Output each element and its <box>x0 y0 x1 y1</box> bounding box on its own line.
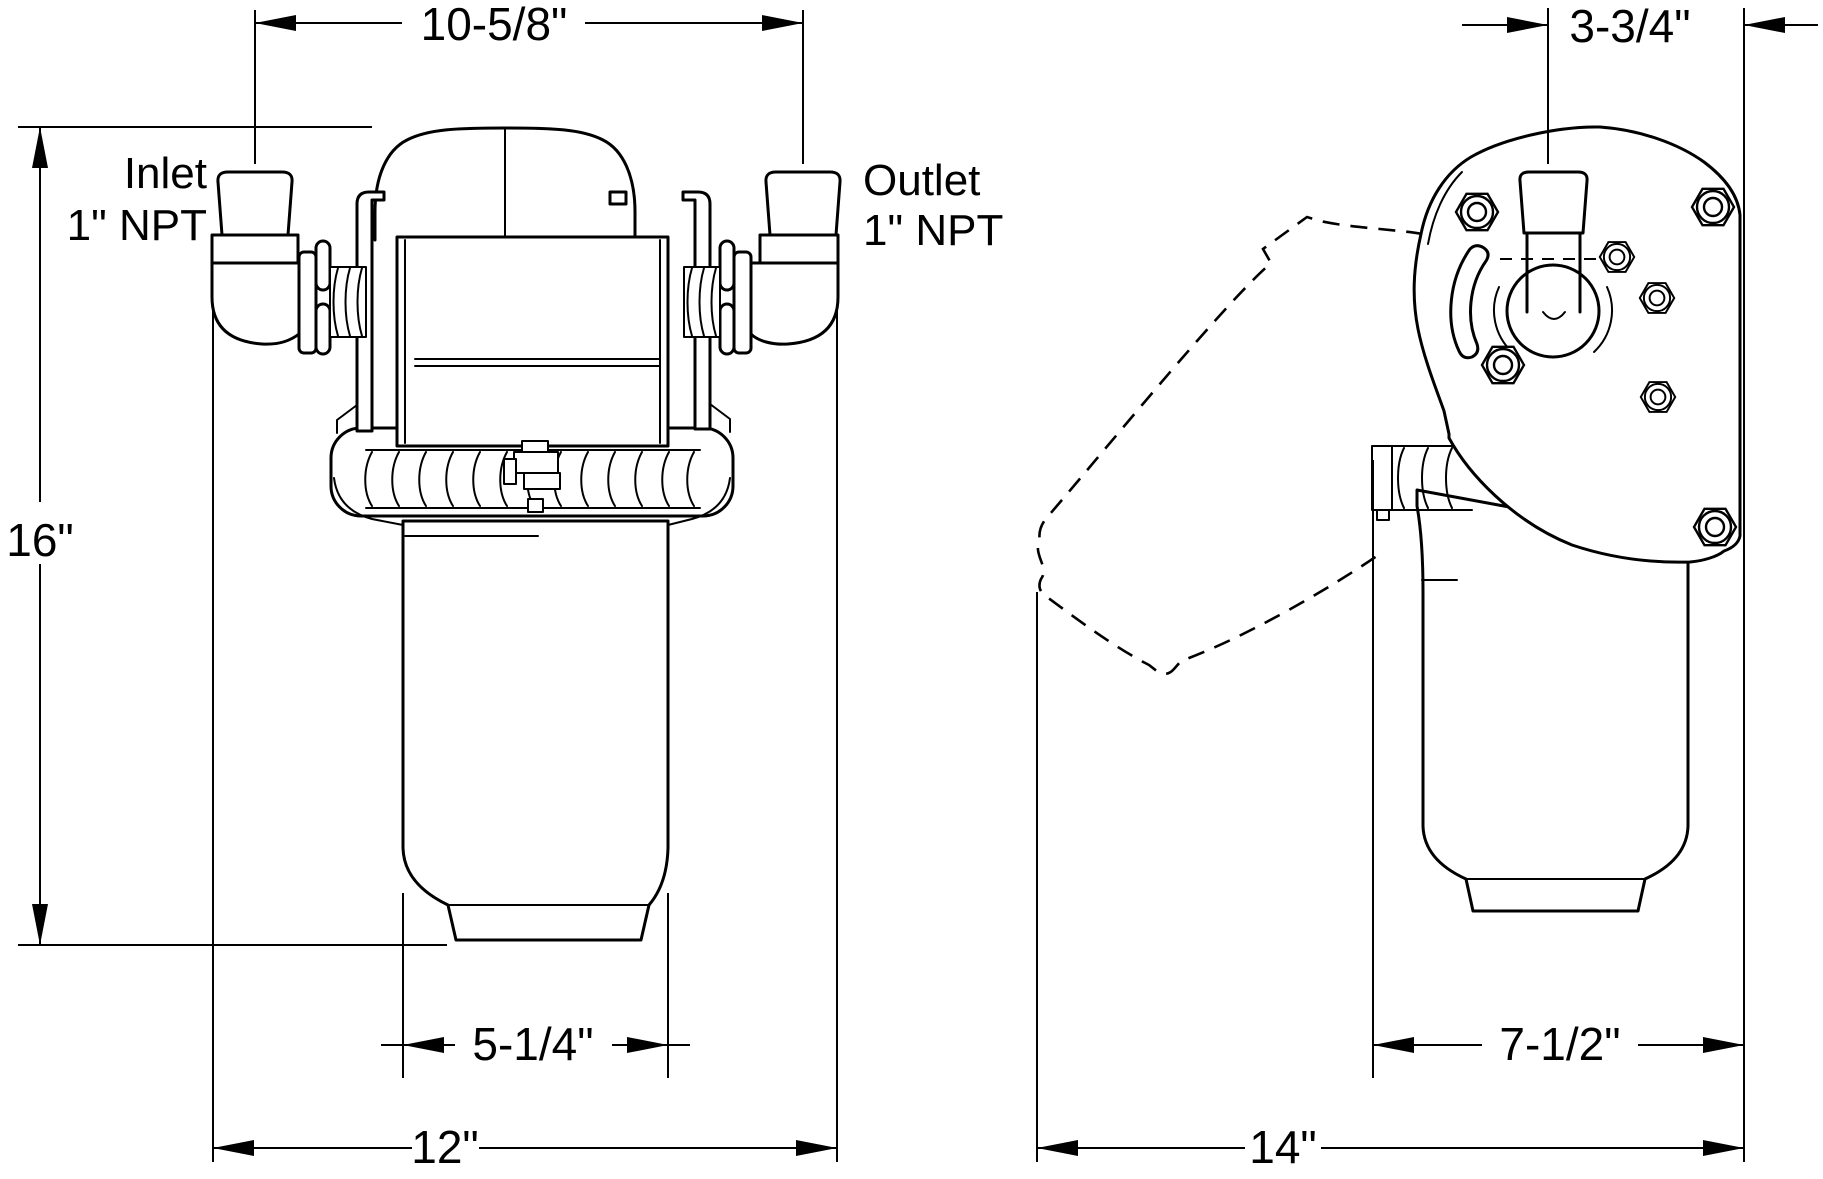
bracket-strap-left <box>355 190 386 433</box>
inlet-clip-lower <box>314 302 332 356</box>
arrow-icon <box>403 1037 444 1053</box>
adjustment-slot <box>1449 244 1490 360</box>
inlet-collar <box>210 233 300 265</box>
dim-side-port-offset: 3-3/4" <box>1462 0 1818 1162</box>
dim-label-side-overall-width: 14" <box>1249 1121 1317 1173</box>
dim-front-height: 16" <box>6 126 447 946</box>
inlet-thread-nipple <box>216 170 294 237</box>
arrow-icon <box>796 1140 837 1156</box>
bolt-icon <box>1454 192 1500 232</box>
bolt-icon <box>1639 381 1677 413</box>
inlet-pipe-ribs <box>332 267 363 337</box>
dim-label-side-bowl-width: 7-1/2" <box>1499 1018 1620 1070</box>
dim-front-port-span: 10-5/8" <box>254 0 804 164</box>
port-labels: Inlet 1" NPT Outlet 1" NPT <box>67 149 1004 255</box>
inlet-flange <box>297 250 318 355</box>
filter-bowl <box>401 519 670 942</box>
dimension-annotations: 10-5/8" 16" 5-1/4" 12" 3-3/4 <box>6 0 1818 1173</box>
filter-bowl-side <box>1415 488 1690 913</box>
inlet-label: Inlet <box>124 149 207 198</box>
outlet-clip-upper <box>718 239 736 292</box>
outlet-clip-lower <box>718 302 736 356</box>
dim-label-front-bowl-width: 5-1/4" <box>472 1018 593 1070</box>
arrow-icon <box>1373 1037 1414 1053</box>
arrow-icon <box>1744 17 1785 33</box>
dim-label-front-port-span: 10-5/8" <box>421 0 568 50</box>
bolt-icon <box>1480 345 1526 385</box>
front-view <box>210 126 842 942</box>
dim-label-front-height: 16" <box>6 514 74 566</box>
port-neck-bottom <box>1542 311 1566 320</box>
bracket-brace-left <box>336 404 358 434</box>
bolt-icon <box>1598 241 1636 273</box>
filter-head-body <box>395 235 670 448</box>
bolt-icon <box>1692 507 1738 547</box>
side-port-threads <box>1518 170 1589 235</box>
outlet-collar <box>758 233 840 265</box>
outlet-size-label: 1" NPT <box>863 206 1003 255</box>
outlet-pipe-ribs <box>686 267 717 337</box>
ring-clamp <box>503 440 561 513</box>
inlet-size-label: 1" NPT <box>67 201 207 250</box>
arrow-icon <box>762 15 803 31</box>
outlet-elbow-body <box>749 261 840 346</box>
arrow-icon <box>255 15 296 31</box>
arrow-icon <box>32 127 48 168</box>
dim-side-overall-width: 14" <box>1036 592 1744 1173</box>
ring-housing-skirt <box>333 477 731 526</box>
dim-side-bowl-width: 7-1/2" <box>1372 460 1744 1078</box>
phantom-outline <box>1036 215 1424 676</box>
side-view <box>1036 125 1742 913</box>
outlet-label: Outlet <box>863 156 980 205</box>
ring-rack-teeth <box>1371 445 1393 511</box>
bolt-icon <box>1638 282 1676 314</box>
inlet-elbow-body <box>210 261 301 346</box>
arrow-icon <box>1507 17 1548 33</box>
arrow-icon <box>627 1037 668 1053</box>
dim-front-overall-width: 12" <box>212 308 838 1173</box>
inlet-fitting <box>210 170 367 356</box>
head-body-seams <box>404 239 661 444</box>
port-boss <box>1505 263 1601 359</box>
vent-screw <box>608 190 628 206</box>
pump-head <box>1412 125 1742 564</box>
outlet-flange <box>732 250 753 355</box>
head-inner-contour <box>1427 171 1463 245</box>
arrow-icon <box>213 1140 254 1156</box>
knurl-ribs-side <box>1397 447 1453 509</box>
inlet-clip-upper <box>314 239 332 292</box>
dim-label-front-overall-width: 12" <box>411 1121 479 1173</box>
dim-label-side-port-offset: 3-3/4" <box>1569 0 1690 52</box>
arrow-icon <box>32 904 48 945</box>
bolt-icon <box>1690 187 1736 227</box>
bracket-brace-right <box>709 403 731 433</box>
dim-front-bowl-width: 5-1/4" <box>381 893 690 1078</box>
arrow-icon <box>1037 1140 1078 1156</box>
outlet-fitting <box>683 170 842 356</box>
outlet-thread-nipple <box>764 170 842 237</box>
arrow-icon <box>1703 1140 1744 1156</box>
arrow-icon <box>1703 1037 1744 1053</box>
